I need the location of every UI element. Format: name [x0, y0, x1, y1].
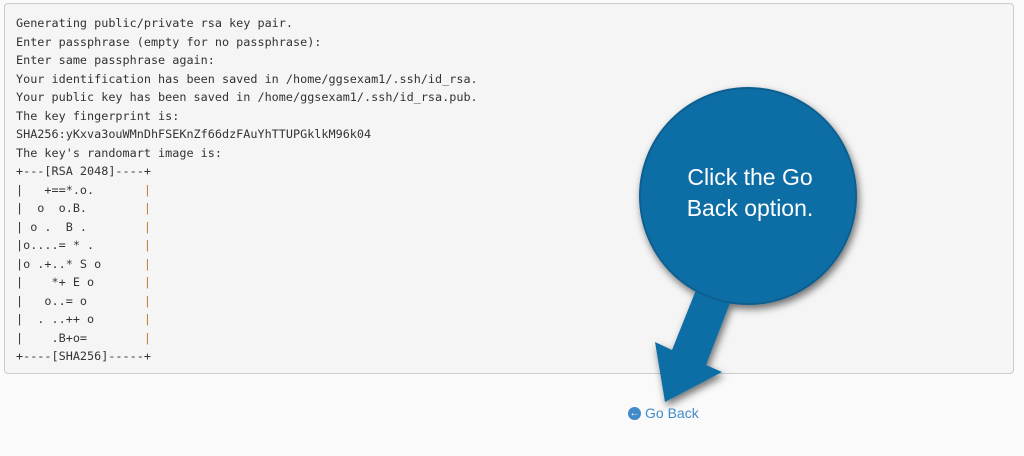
randomart-line: | *+ E o |: [16, 273, 151, 292]
randomart-row: +---[RSA 2048]----+: [16, 162, 478, 181]
callout-text: Click the Go Back option.: [650, 162, 850, 224]
randomart-line: | o..= o |: [16, 292, 151, 311]
randomart-line: | .B+o= |: [16, 329, 151, 348]
randomart-line: | +==*.o. |: [16, 181, 151, 200]
callout-circle: [639, 87, 857, 305]
callout-arrow: [655, 280, 735, 402]
output-line: Generating public/private rsa key pair.: [16, 16, 293, 30]
arrow-circle-left-icon: ←: [628, 406, 641, 420]
output-line: Your identification has been saved in /h…: [16, 71, 478, 86]
output-line: The key fingerprint is:: [16, 108, 180, 123]
randomart-row: | .B+o= |: [16, 329, 478, 348]
terminal-output: Generating public/private rsa key pair. E…: [16, 14, 478, 366]
randomart-row: | . ..++ o |: [16, 310, 478, 329]
go-back-label: Go Back: [645, 405, 699, 421]
randomart-row: | *+ E o |: [16, 273, 478, 292]
output-line: Enter same passphrase again:: [16, 53, 215, 67]
output-line: The key's randomart image is:: [16, 145, 222, 160]
randomart-line: |o .+..* S o |: [16, 255, 151, 274]
randomart-line: |o....= * . |: [16, 236, 151, 255]
output-line: SHA256:yKxva3ouWMnDhFSEKnZf66dzFAuYhTTUP…: [16, 127, 372, 141]
randomart-line: | o o.B. |: [16, 199, 151, 218]
randomart-line: | . ..++ o |: [16, 310, 151, 329]
randomart-row: |o....= * . |: [16, 236, 478, 255]
randomart-row: |o .+..* S o |: [16, 255, 478, 274]
go-back-link[interactable]: ← Go Back: [628, 405, 699, 421]
randomart-line: +---[RSA 2048]----+: [16, 164, 151, 178]
randomart-row: | o..= o |: [16, 292, 478, 311]
randomart-row: | o o.B. |: [16, 199, 478, 218]
callout-text-line: Back option.: [686, 195, 814, 221]
callout-text-line: Click the Go: [687, 164, 813, 190]
randomart-line: | o . B . |: [16, 218, 151, 237]
randomart-row: +----[SHA256]-----+: [16, 347, 478, 366]
output-line: Your public key has been saved in /home/…: [16, 90, 478, 104]
output-line: Enter passphrase (empty for no passphras…: [16, 34, 322, 49]
randomart-line: +----[SHA256]-----+: [16, 349, 151, 363]
randomart-row: | +==*.o. |: [16, 181, 478, 200]
randomart-row: | o . B . |: [16, 218, 478, 237]
